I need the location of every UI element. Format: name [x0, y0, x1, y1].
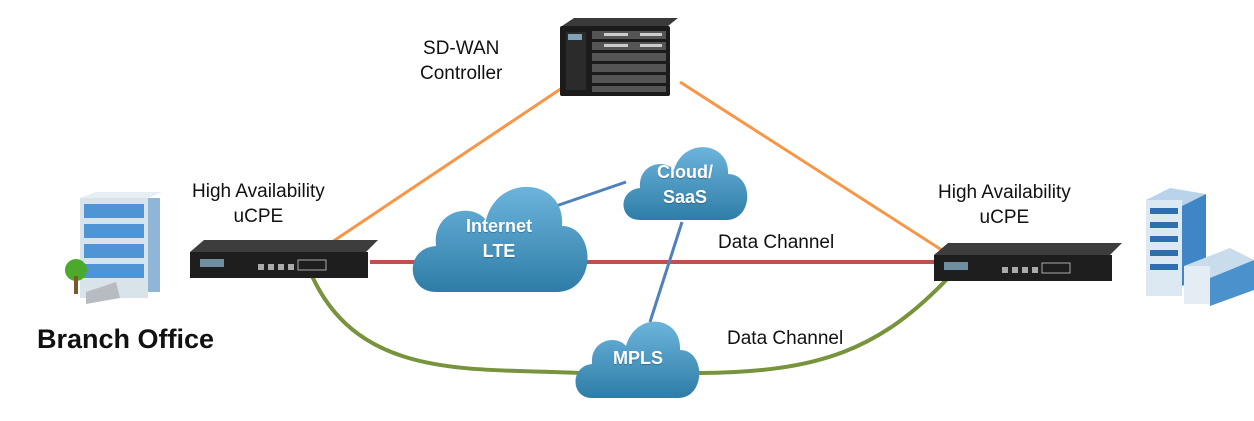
cloud-icon [575, 321, 700, 398]
controller-link-right [679, 80, 949, 256]
cloud-icon [412, 186, 588, 292]
office-building-icon [56, 192, 166, 312]
cloud-saas-cloud[interactable]: Cloud/SaaS [618, 140, 752, 222]
right-ucpe-label: High Availability uCPE [938, 182, 1071, 228]
chassis-server-icon[interactable] [556, 16, 680, 103]
saas-mpls-link [648, 221, 684, 323]
internet-saas-link [555, 180, 627, 208]
cloud-icon [623, 147, 748, 220]
left-ucpe-router-icon[interactable] [188, 240, 380, 285]
branch-office-label: Branch Office [37, 324, 215, 354]
corporate-buildings-icon [1140, 186, 1254, 315]
mpls-cloud[interactable]: MPLS [570, 312, 706, 400]
right-ucpe-router-icon[interactable] [932, 243, 1124, 288]
data-channel-label-top: Data Channel [718, 232, 835, 253]
left-ucpe-label: High Availability uCPE [192, 181, 325, 227]
controller-label: SD-WAN Controller [420, 38, 503, 84]
data-channel-label-bottom: Data Channel [727, 328, 844, 349]
controller-link-left [331, 86, 563, 244]
